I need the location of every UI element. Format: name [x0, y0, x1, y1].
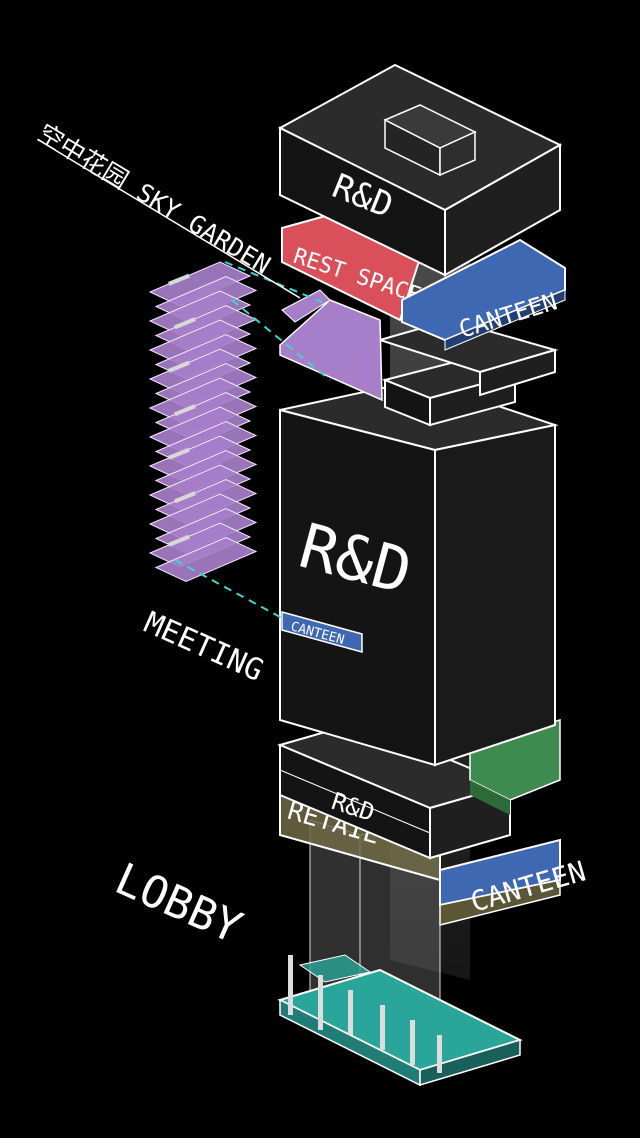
leader-line-middle [231, 299, 331, 381]
sky-garden-callout: 空中花园 SKY GARDEN [33, 118, 301, 299]
sky-garden-wedge [279, 289, 383, 402]
garden-furniture-mark [174, 317, 196, 330]
meeting-label: MEETING [139, 605, 269, 688]
garden-furniture-mark [174, 404, 196, 417]
rd-top-block: R&D [277, 63, 563, 277]
garden-furniture-mark [167, 273, 190, 286]
leader-line-bottom [174, 559, 283, 619]
upper-floor-slab [376, 318, 559, 397]
garden-furniture-mark [168, 447, 190, 460]
sky-garden-label: 空中花园 SKY GARDEN [33, 118, 276, 280]
leader-line-top [224, 261, 323, 303]
leader-lines [174, 261, 331, 619]
garden-furniture-mark [167, 360, 190, 373]
lobby-block [277, 954, 523, 1087]
lobby-label: LOBBY [108, 853, 250, 953]
sky-garden-floor-stack [148, 261, 258, 583]
garden-furniture-mark [174, 491, 196, 504]
sky-garden-floor-plate [154, 536, 258, 583]
rd-main-tower: R&D CANTEEN [279, 378, 559, 767]
garden-furniture-mark [168, 534, 190, 547]
